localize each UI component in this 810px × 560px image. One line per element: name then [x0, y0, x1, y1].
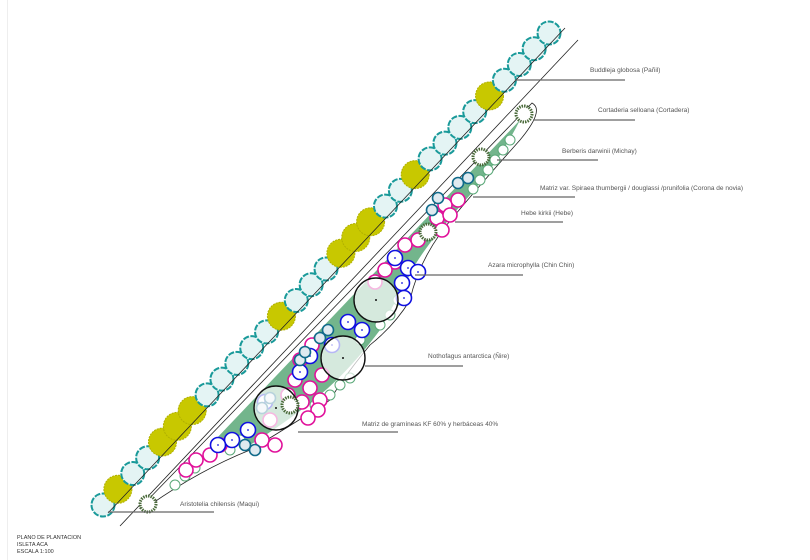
berberis-shrub-symbol [280, 395, 300, 415]
label-matriz-gramineas: Matriz de gramíneas KF 60% y herbáceas 4… [362, 421, 499, 428]
label-nothofagus: Nothofagus antarctica (Ñire) [428, 353, 510, 360]
azara-center [394, 257, 396, 259]
label-matriz-spiraea: Matriz var. Spiraea thumbergii / douglas… [540, 185, 744, 192]
label-hebe: Hebe kirkii (Hebe) [521, 210, 574, 217]
hedge-shrub-symbol [239, 335, 265, 361]
title-block: PLANO DE PLANTACION ISLETA ACA ESCALA 1:… [17, 535, 81, 556]
label-aristotelia: Aristotelia chilensis (Maqui) [180, 501, 260, 508]
label-cortaderia: Cortaderia selloana (Cortadera) [598, 107, 690, 114]
label-azara: Azara microphylla (Chin Chin) [488, 262, 575, 269]
azara-center [247, 429, 249, 431]
azara-center [417, 271, 419, 273]
title-line-2: ISLETA ACA [17, 542, 48, 548]
matrix-shrub-symbol [313, 331, 327, 345]
hebe-symbol [302, 380, 318, 396]
island-edge-line [119, 39, 579, 527]
spiraea-symbol [467, 183, 479, 195]
hebe-symbol [450, 192, 466, 208]
hebe-symbol [267, 437, 283, 453]
azara-center [403, 297, 405, 299]
title-line-1: PLANO DE PLANTACION [17, 535, 82, 541]
road-edge-line [107, 27, 566, 514]
matrix-shrub-symbol [248, 443, 262, 457]
azara-center [347, 321, 349, 323]
azara-center [231, 439, 233, 441]
hedge-row [90, 20, 562, 518]
berberis-shrub-symbol [138, 494, 158, 514]
spiraea-symbol [169, 479, 181, 491]
tree-center [375, 299, 377, 301]
plant-symbols [138, 104, 534, 514]
matrix-shrub-symbol [431, 191, 445, 205]
spiraea-symbol [334, 379, 346, 391]
leader-lines [108, 79, 635, 513]
hebe-symbol [397, 237, 413, 253]
azara-center [361, 329, 363, 331]
azara-center [299, 371, 301, 373]
hedge-shrub-symbol [209, 366, 235, 392]
hebe-symbol [377, 262, 393, 278]
hedge-shrub-symbol [224, 350, 250, 376]
spiraea-symbol [474, 174, 486, 186]
spiraea-symbol [482, 164, 494, 176]
matrix-shrub-symbol [461, 171, 475, 185]
label-berberis: Berberis darwinii (Michay) [562, 148, 637, 155]
berberis-shrub-symbol [471, 147, 491, 167]
hedge-shrub-symbol [194, 382, 220, 408]
hebe-symbol [188, 452, 204, 468]
spiraea-symbol [504, 134, 516, 146]
azara-center [401, 282, 403, 284]
azara-center [407, 267, 409, 269]
hebe-symbol [300, 410, 316, 426]
title-line-3: ESCALA 1:100 [17, 549, 54, 555]
hebe-symbol [178, 462, 194, 478]
tree-center [342, 357, 344, 359]
hebe-symbol [442, 207, 458, 223]
hedge-shrub-symbol [120, 461, 146, 487]
hedge-shrub-symbol [536, 20, 562, 46]
matrix-shrub-symbol [238, 438, 252, 452]
berberis-shrub-symbol [418, 222, 438, 242]
azara-center [217, 444, 219, 446]
spiraea-symbol [497, 144, 509, 156]
matrix-shrub-symbol [425, 203, 439, 217]
matrix-shrub-symbol [451, 176, 465, 190]
tree-center [275, 407, 277, 409]
matrix-shrub-symbol [321, 323, 335, 337]
hebe-symbol [254, 432, 270, 448]
matrix-shrub-symbol [298, 345, 312, 359]
label-buddleja: Buddleja globosa (Pañil) [590, 67, 661, 74]
berberis-shrub-symbol [514, 104, 534, 124]
hebe-symbol [310, 402, 326, 418]
sheet-border [7, 0, 8, 560]
